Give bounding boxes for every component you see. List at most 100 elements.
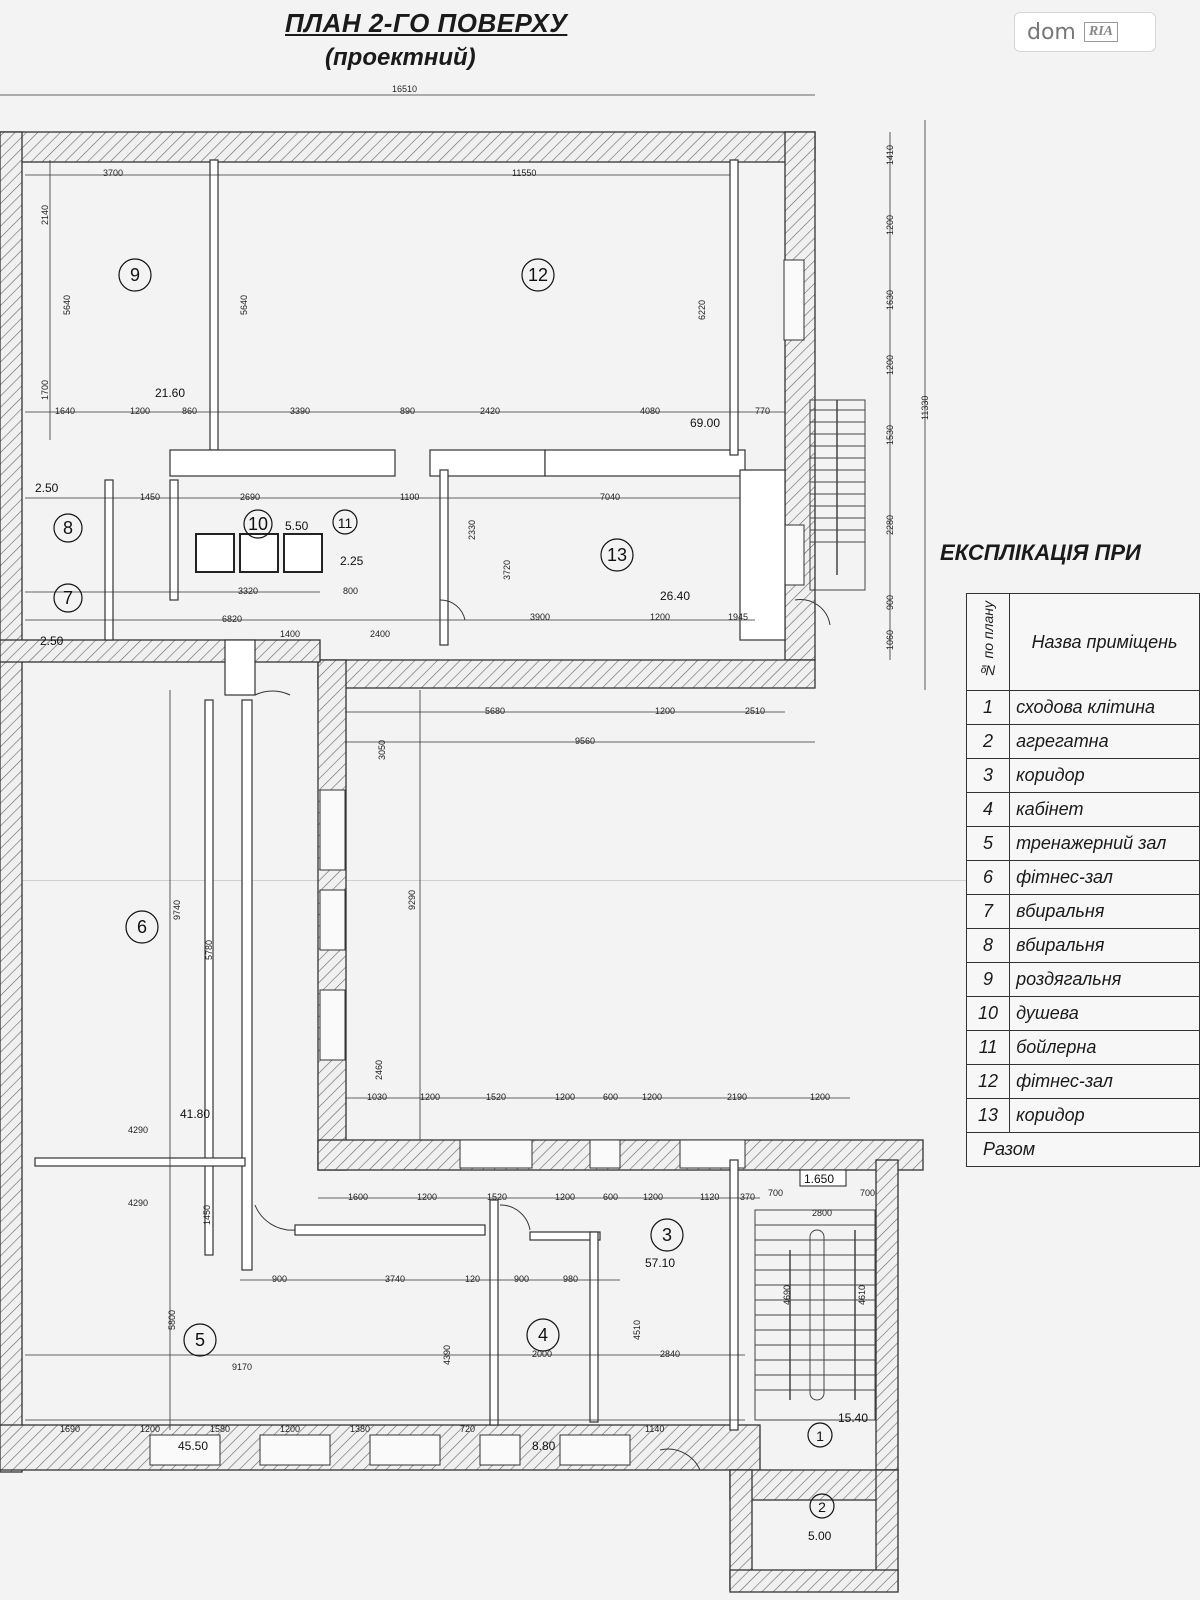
legend-num-header: № по плану (965, 593, 1011, 691)
dim-label: 9170 (232, 1362, 252, 1372)
shower-cabins (195, 533, 323, 573)
logo-ria-text: RIA (1083, 22, 1118, 42)
shower-cabin (283, 533, 323, 573)
dim-label: 890 (400, 406, 415, 416)
wall-annex-top (729, 1469, 899, 1501)
room-area: 2.50 (40, 634, 64, 648)
dim-label: 2800 (812, 1208, 832, 1218)
room-area: 2.25 (340, 554, 364, 568)
level-mark: 1.650 (804, 1172, 834, 1186)
dim-label: 4390 (442, 1345, 452, 1365)
dim-label: 1630 (885, 290, 895, 310)
dim-label: 1450 (140, 492, 160, 502)
dim-label: 2510 (745, 706, 765, 716)
dim-label: 1200 (555, 1092, 575, 1102)
dim-label: 1200 (280, 1424, 300, 1434)
dim-label: 2190 (727, 1092, 747, 1102)
dim-label: 1600 (348, 1192, 368, 1202)
dim-label: 2840 (660, 1349, 680, 1359)
dom-ria-logo[interactable]: dom RIA (1014, 12, 1156, 52)
dim-label: 16510 (392, 84, 417, 94)
legend-header-row: № по плану Назва приміщень (965, 593, 1200, 691)
dim-label: 1700 (40, 380, 50, 400)
level-mark-box (799, 1169, 847, 1187)
room-area: 5.50 (285, 519, 309, 533)
room-number: 13 (607, 545, 627, 565)
dim-label: 1200 (555, 1192, 575, 1202)
dim-label: 2330 (467, 520, 477, 540)
legend-name: сходова клітина (1009, 690, 1200, 725)
legend-name: фітнес-зал (1009, 1064, 1200, 1099)
dim-label: 1140 (645, 1424, 664, 1434)
dim-label: 1060 (885, 630, 895, 650)
dim-label: 11330 (920, 396, 930, 420)
wall-north (0, 131, 816, 163)
dim-label: 2420 (480, 406, 500, 416)
dim-label: 800 (343, 586, 358, 596)
dim-label: 1690 (60, 1424, 80, 1434)
dimension-texts: 16510 3700 11550 1640 1200 860 3390 890 … (40, 84, 930, 1434)
room-area: 15.40 (838, 1411, 868, 1425)
dim-label: 1530 (885, 425, 895, 445)
wall-middle-north (317, 659, 816, 689)
legend-name: душева (1009, 996, 1200, 1031)
room-areas: 21.60 69.00 26.40 5.50 2.25 2.50 2.50 41… (35, 386, 868, 1543)
dim-label: 1200 (885, 355, 895, 375)
dim-label: 4610 (857, 1285, 867, 1305)
dim-label: 2140 (40, 205, 50, 225)
dim-label: 2000 (532, 1349, 552, 1359)
dim-label: 4080 (640, 406, 660, 416)
dim-label: 5780 (204, 940, 214, 960)
dimension-lines (0, 94, 926, 1430)
outer-walls (0, 131, 924, 1593)
dim-label: 1580 (210, 1424, 230, 1434)
room-number: 5 (195, 1330, 205, 1350)
dim-label: 720 (460, 1424, 475, 1434)
legend-name: вбиральня (1009, 894, 1200, 929)
dim-label: 1200 (643, 1192, 663, 1202)
dim-label: 980 (563, 1274, 578, 1284)
dim-label: 4690 (782, 1285, 792, 1305)
dim-label: 9290 (407, 890, 417, 910)
room-area: 21.60 (155, 386, 185, 400)
dim-label: 1640 (55, 406, 75, 416)
dim-label: 1945 (728, 612, 748, 622)
legend-num: 8 (965, 928, 1011, 963)
legend-num: 6 (965, 860, 1011, 895)
legend-total-row: Разом (966, 1132, 1200, 1167)
dim-label: 1450 (202, 1205, 212, 1225)
dim-label: 5640 (62, 295, 72, 315)
room-area: 26.40 (660, 589, 690, 603)
dim-label: 1200 (642, 1092, 662, 1102)
wall-west (0, 131, 23, 1473)
dim-label: 900 (885, 595, 895, 610)
dim-label: 1200 (885, 215, 895, 235)
room-number: 9 (130, 265, 140, 285)
room-area: 57.10 (645, 1256, 675, 1270)
dim-label: 3900 (530, 612, 550, 622)
dim-label: 900 (272, 1274, 287, 1284)
dim-label: 5640 (239, 295, 249, 315)
dim-label: 2400 (370, 629, 390, 639)
room-number-labels: 9 12 13 8 7 10 11 6 5 4 3 1 2 (63, 265, 826, 1515)
dim-label: 7040 (600, 492, 620, 502)
dim-label: 5800 (167, 1310, 177, 1330)
dim-label: 370 (740, 1192, 755, 1202)
dim-label: 1200 (810, 1092, 830, 1102)
legend-num: 1 (965, 690, 1011, 725)
dim-label: 700 (860, 1188, 875, 1198)
room-number: 6 (137, 917, 147, 937)
dim-label: 3740 (385, 1274, 405, 1284)
legend-num: 11 (965, 1030, 1011, 1065)
room-number: 11 (338, 515, 353, 531)
